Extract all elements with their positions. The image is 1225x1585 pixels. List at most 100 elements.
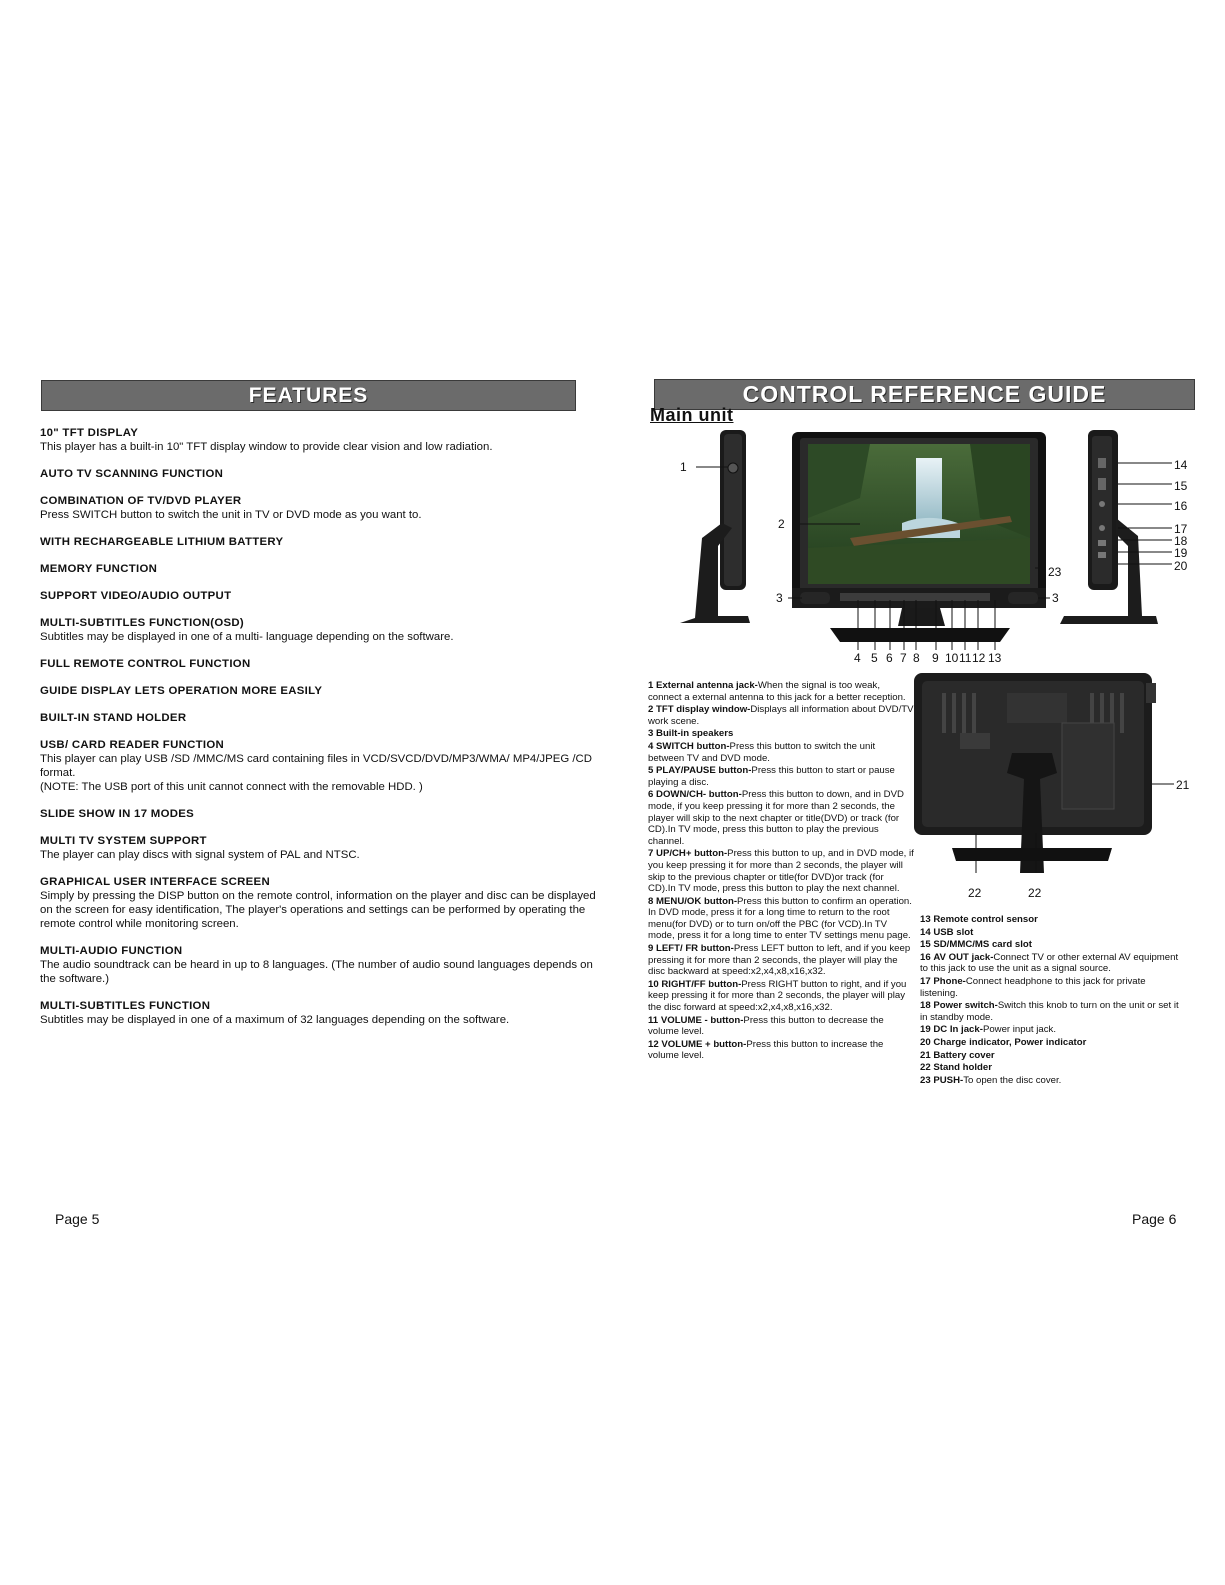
leader-lines (696, 462, 1172, 650)
feature-item: GRAPHICAL USER INTERFACE SCREEN Simply b… (40, 875, 600, 931)
part-name: External antenna jack- (656, 680, 758, 691)
part-item: 21 Battery cover (920, 1050, 1180, 1062)
part-name: Built-in speakers (656, 728, 734, 740)
part-name: Power switch- (933, 1000, 998, 1012)
feature-body: This player has a built-in 10" TFT displ… (40, 441, 493, 453)
part-number: 4 (648, 740, 654, 752)
feature-item: MULTI-AUDIO FUNCTION The audio soundtrac… (40, 944, 600, 986)
part-name: DOWN/CH- button- (656, 789, 742, 801)
part-number: 13 (920, 914, 931, 925)
callout-9: 9 (932, 651, 939, 665)
part-number: 15 (920, 939, 931, 951)
page-number: Page 5 (55, 1211, 100, 1227)
part-description: Press this button to start or pause play… (648, 765, 895, 788)
feature-title: MEMORY FUNCTION (40, 563, 158, 575)
callout-23: 23 (1048, 565, 1062, 579)
callout-13: 13 (988, 651, 1002, 665)
part-name: SWITCH button- (656, 740, 730, 752)
part-number: 22 (920, 1062, 931, 1074)
part-description: Press LEFT button to left, and if you ke… (648, 943, 911, 978)
part-number: 9 (648, 943, 654, 955)
callout-17: 17 (1174, 522, 1188, 536)
callout-6: 6 (886, 651, 893, 665)
back-view-diagram: 21 22 22 (912, 673, 1202, 908)
part-name: Charge indicator, Power indicator (933, 1036, 1087, 1048)
part-item: 15 SD/MMC/MS card slot (920, 939, 1180, 951)
feature-item: USB/ CARD READER FUNCTION This player ca… (40, 738, 600, 794)
feature-title: MULTI TV SYSTEM SUPPORT (40, 835, 207, 847)
part-name: VOLUME - button- (660, 1014, 744, 1026)
part-number: 8 (648, 895, 654, 907)
main-unit-diagram: 1 2 3 3 23 14 15 16 17 18 19 20 4 5 6 7 … (640, 428, 1215, 668)
part-number: 17 (920, 975, 931, 987)
part-name: SD/MMC/MS card slot (933, 939, 1032, 951)
callout-3-left: 3 (776, 591, 783, 605)
feature-title: BUILT-IN STAND HOLDER (40, 712, 187, 724)
callout-3-right: 3 (1052, 591, 1059, 605)
left-side-view (680, 430, 750, 623)
part-name: VOLUME + button- (661, 1038, 747, 1050)
feature-title: SUPPORT VIDEO/AUDIO OUTPUT (40, 590, 232, 602)
part-name: DC In jack- (933, 1024, 983, 1036)
part-name: MENU/OK button- (656, 895, 738, 907)
part-description: Press this button to switch the unit bet… (648, 740, 876, 764)
part-description: Press this button to increase the volume… (648, 1038, 884, 1062)
parts-list-right: 13 Remote control sensor 14 USB slot 15 … (920, 914, 1180, 1087)
feature-item: GUIDE DISPLAY LETS OPERATION MORE EASILY (40, 684, 600, 698)
part-item: 20 Charge indicator, Power indicator (920, 1037, 1180, 1049)
right-side-view (1060, 430, 1158, 624)
callout-16: 16 (1174, 499, 1188, 513)
part-name: LEFT/ FR button- (656, 943, 734, 955)
left-page: FEATURES 10" TFT DISPLAY This player has… (0, 0, 612, 1585)
main-unit-illustration (680, 430, 1172, 650)
part-name: Stand holder (933, 1062, 992, 1074)
feature-title: 10" TFT DISPLAY (40, 427, 139, 439)
part-name: UP/CH+ button- (656, 848, 728, 860)
callout-12: 12 (972, 651, 986, 665)
part-item: 2 TFT display window-Displays all inform… (648, 704, 914, 727)
part-item: 19 DC In jack-Power input jack. (920, 1024, 1180, 1036)
feature-title: GRAPHICAL USER INTERFACE SCREEN (40, 876, 270, 888)
callout-10: 10 (945, 651, 959, 665)
feature-body: Subtitles may be displayed in one of a m… (40, 631, 454, 643)
feature-title: MULTI-SUBTITLES FUNCTION(OSD) (40, 617, 245, 629)
part-description: Press RIGHT button to right, and if you … (648, 978, 907, 1014)
feature-item: MULTI-SUBTITLES FUNCTION Subtitles may b… (40, 999, 600, 1027)
part-name: Phone- (933, 975, 966, 987)
part-description: Press this button to down, and in DVD mo… (648, 789, 904, 847)
part-name: USB slot (933, 926, 974, 938)
feature-title: COMBINATION OF TV/DVD PLAYER (40, 495, 242, 507)
back-view-illustration (914, 673, 1174, 873)
part-item: 22 Stand holder (920, 1062, 1180, 1074)
callout-4: 4 (854, 651, 861, 665)
callout-14: 14 (1174, 458, 1188, 472)
part-description: Switch this knob to turn on the unit or … (920, 1000, 1179, 1023)
right-page: CONTROL REFERENCE GUIDE Main unit (612, 0, 1225, 1585)
part-name: Battery cover (933, 1049, 995, 1061)
part-item: 4 SWITCH button-Press this button to swi… (648, 741, 914, 764)
features-list: 10" TFT DISPLAY This player has a built-… (40, 426, 600, 1040)
feature-title: WITH RECHARGEABLE LITHIUM BATTERY (40, 536, 284, 548)
part-name: TFT display window- (656, 704, 751, 716)
part-item: 23 PUSH-To open the disc cover. (920, 1075, 1180, 1087)
part-number: 23 (920, 1074, 931, 1086)
feature-body: This player can play USB /SD /MMC/MS car… (40, 753, 592, 779)
feature-body: Simply by pressing the DISP button on th… (40, 890, 596, 930)
part-item: 12 VOLUME + button-Press this button to … (648, 1039, 914, 1062)
part-description: When the signal is too weak, connect a e… (648, 680, 906, 703)
part-number: 11 (648, 1014, 659, 1026)
main-unit-title: Main unit (650, 405, 734, 425)
callout-21: 21 (1176, 778, 1190, 792)
callout-2: 2 (778, 517, 785, 531)
callout-15: 15 (1174, 479, 1188, 493)
part-number: 3 (648, 728, 654, 740)
feature-body: Subtitles may be displayed in one of a m… (40, 1014, 510, 1026)
callout-5: 5 (871, 651, 878, 665)
part-item: 17 Phone-Connect headphone to this jack … (920, 976, 1180, 999)
callout-19: 19 (1174, 546, 1188, 560)
feature-item: MULTI-SUBTITLES FUNCTION(OSD) Subtitles … (40, 616, 600, 644)
feature-title: AUTO TV SCANNING FUNCTION (40, 468, 224, 480)
part-name: PUSH- (933, 1074, 964, 1086)
part-item: 14 USB slot (920, 927, 1180, 939)
callout-8: 8 (913, 651, 920, 665)
